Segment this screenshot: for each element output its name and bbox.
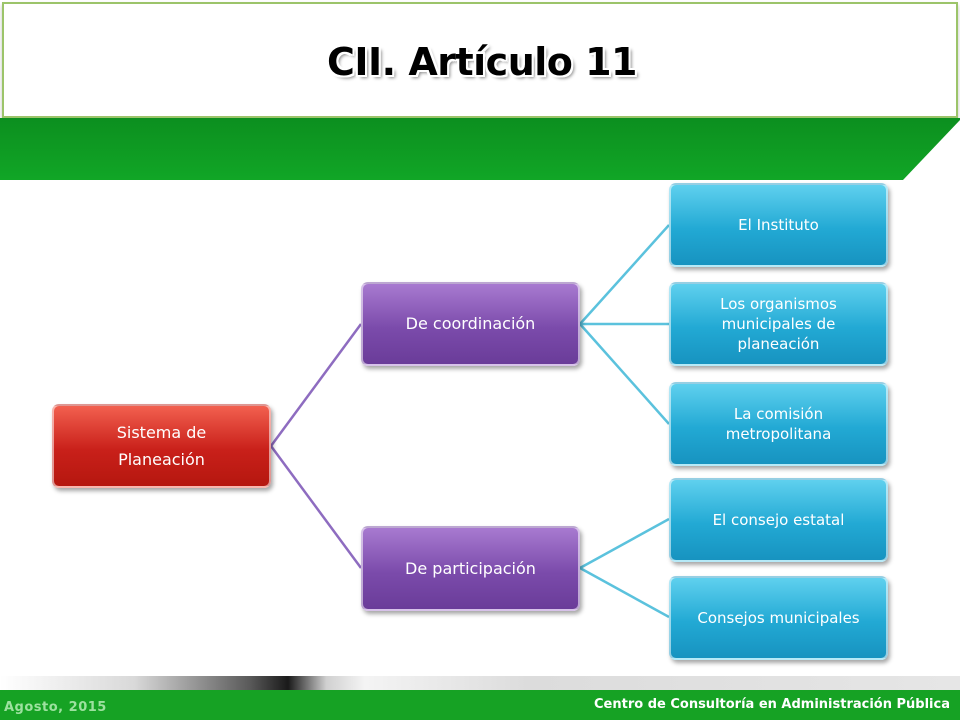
node-de-participacion: De participación — [361, 526, 580, 611]
connector-coordinacion-comision — [579, 323, 670, 425]
footer-bar — [0, 690, 960, 720]
node-de-coordinacion-label: De coordinación — [405, 314, 536, 333]
node-organismos-municipales-label: Los organismos municipales de planeación — [720, 295, 837, 353]
node-consejo-estatal-label: El consejo estatal — [712, 511, 845, 529]
node-comision-metropolitana: La comisión metropolitana — [669, 382, 888, 466]
node-organismos-municipales: Los organismos municipales de planeación — [669, 282, 888, 366]
connector-participacion-consejos-municipales — [579, 566, 670, 619]
connector-root-coordinacion — [269, 323, 363, 447]
connector-coordinacion-instituto — [579, 224, 670, 325]
green-band — [0, 118, 960, 180]
node-de-coordinacion: De coordinación — [361, 282, 580, 366]
footer-organization: Centro de Consultoría en Administración … — [594, 697, 950, 712]
footer-date: Agosto, 2015 — [4, 700, 107, 715]
node-consejo-estatal: El consejo estatal — [669, 478, 888, 562]
green-band-shape — [0, 118, 960, 180]
node-comision-metropolitana-label: La comisión metropolitana — [725, 405, 832, 443]
connector-root-participacion — [269, 445, 363, 569]
title-box: CII. Artículo 11 — [2, 2, 958, 118]
node-consejos-municipales: Consejos municipales — [669, 576, 888, 660]
node-sistema-de-planeacion: Sistema de Planeación — [52, 404, 271, 488]
node-sistema-de-planeacion-label: Sistema de Planeación — [116, 423, 207, 469]
node-el-instituto-label: El Instituto — [738, 216, 819, 234]
node-el-instituto: El Instituto — [669, 183, 888, 267]
node-consejos-municipales-label: Consejos municipales — [697, 609, 860, 627]
footer-strip-fill — [0, 676, 960, 690]
footer-gradient-strip — [0, 676, 960, 690]
slide-title: CII. Artículo 11 — [327, 40, 638, 84]
connector-participacion-consejo-estatal — [579, 517, 670, 570]
node-de-participacion-label: De participación — [405, 558, 536, 578]
